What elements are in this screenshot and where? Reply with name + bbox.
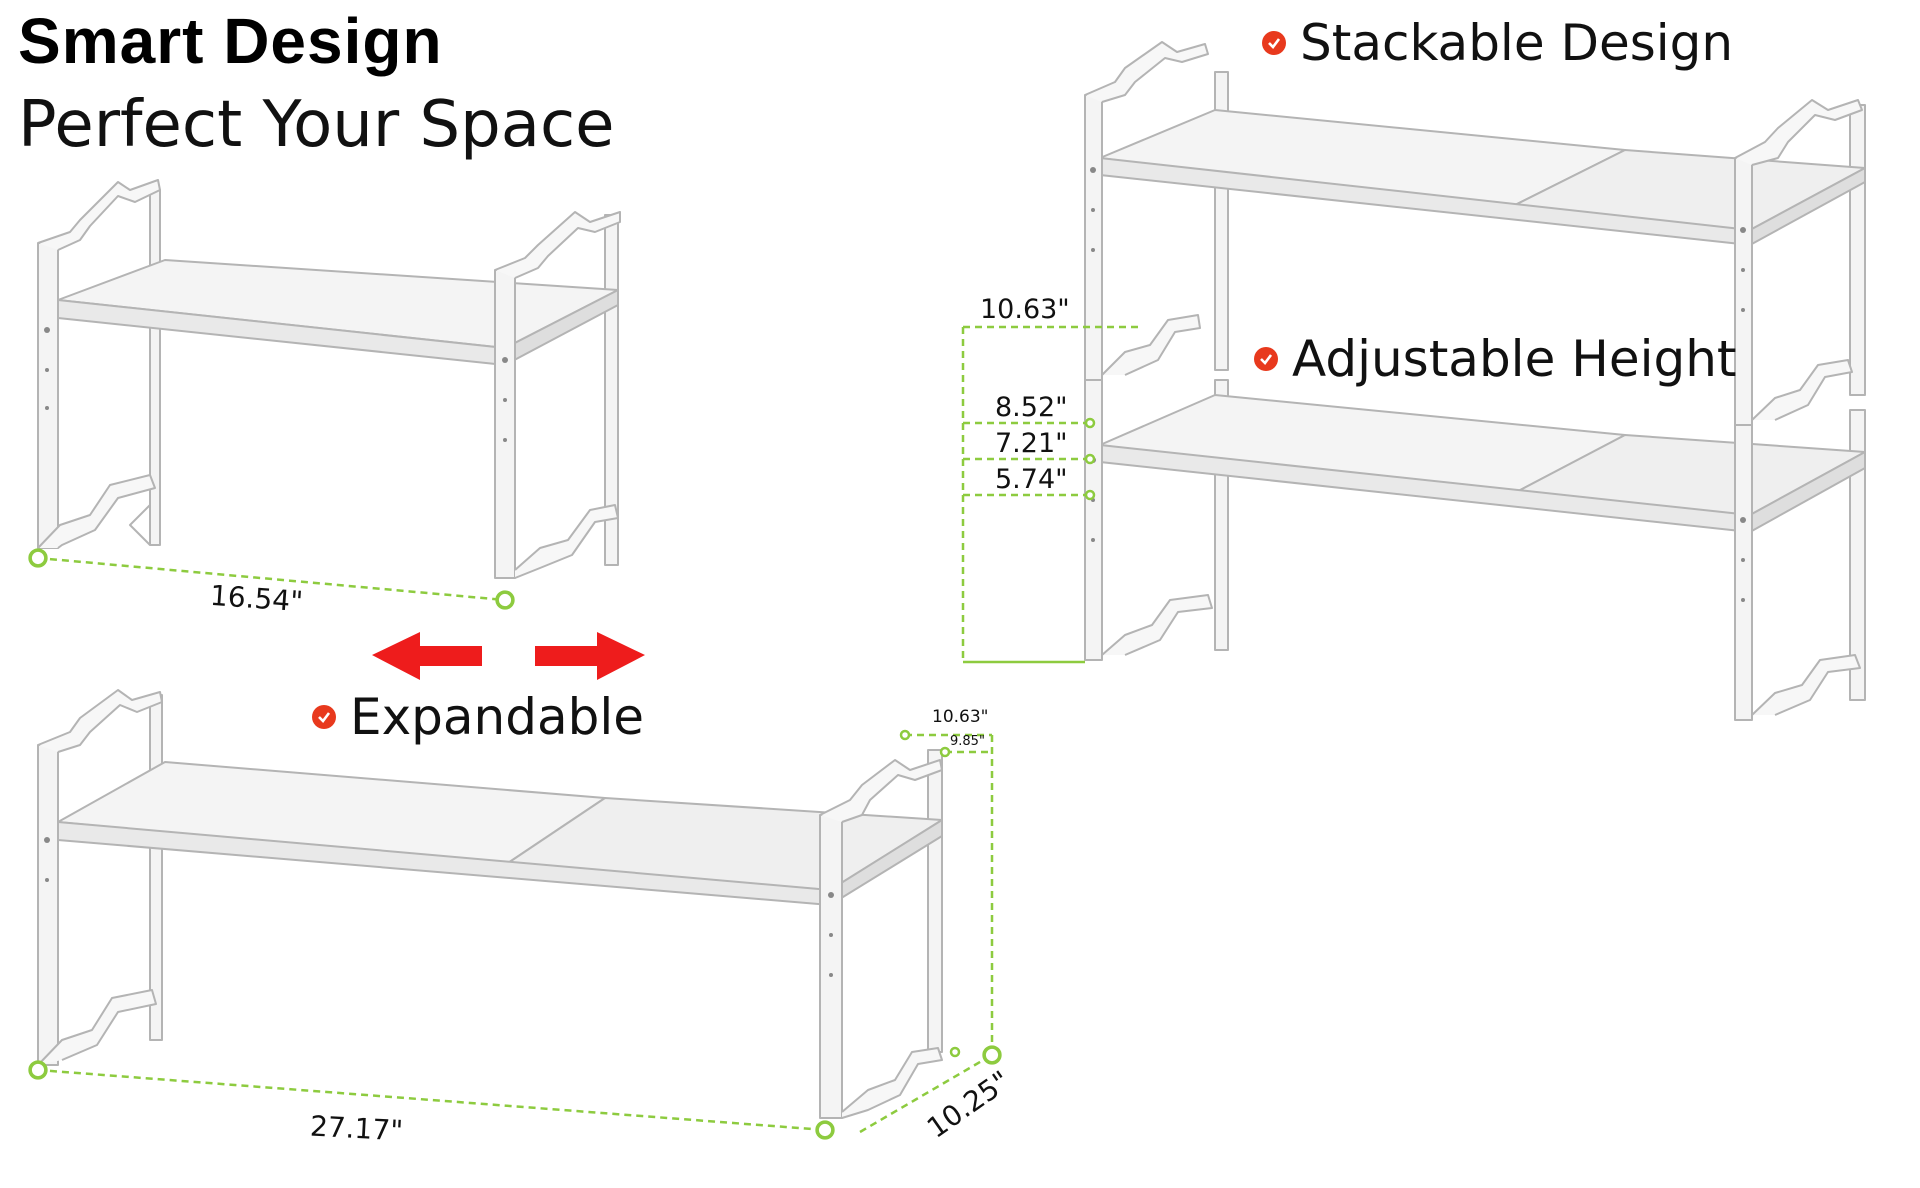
expand-arrows-icon bbox=[372, 632, 645, 680]
check-circle-icon bbox=[1262, 31, 1286, 55]
dim-single-width: 16.54" bbox=[208, 578, 305, 619]
dim-height-2: 7.21" bbox=[995, 428, 1068, 459]
dim-expanded-height-max: 10.63" bbox=[932, 707, 989, 727]
dim-expanded-height-min: 9.85" bbox=[950, 734, 985, 749]
check-circle-icon bbox=[1254, 347, 1278, 371]
feature-expandable: Expandable bbox=[312, 688, 644, 746]
feature-stackable: Stackable Design bbox=[1262, 14, 1733, 72]
single-shelf bbox=[37, 179, 621, 579]
check-circle-icon bbox=[312, 705, 336, 729]
dim-height-3: 5.74" bbox=[995, 464, 1068, 495]
feature-label-stackable: Stackable Design bbox=[1300, 14, 1734, 72]
dim-stack-height: 10.63" bbox=[980, 294, 1070, 325]
stacked-shelves bbox=[1084, 41, 1866, 721]
dim-expanded-width: 27.17" bbox=[309, 1109, 404, 1148]
height-dimension-lines bbox=[961, 325, 1140, 664]
feature-adjustable: Adjustable Height bbox=[1254, 330, 1737, 388]
expanded-shelf bbox=[37, 689, 943, 1119]
dim-height-1: 8.52" bbox=[995, 392, 1068, 423]
feature-label-expandable: Expandable bbox=[350, 688, 645, 746]
headline: Smart Design bbox=[18, 5, 443, 77]
expanded-dimension-lines bbox=[28, 729, 1002, 1140]
subheadline: Perfect Your Space bbox=[18, 88, 615, 162]
single-width-dimension-line bbox=[28, 548, 515, 610]
feature-label-adjustable: Adjustable Height bbox=[1292, 330, 1737, 388]
